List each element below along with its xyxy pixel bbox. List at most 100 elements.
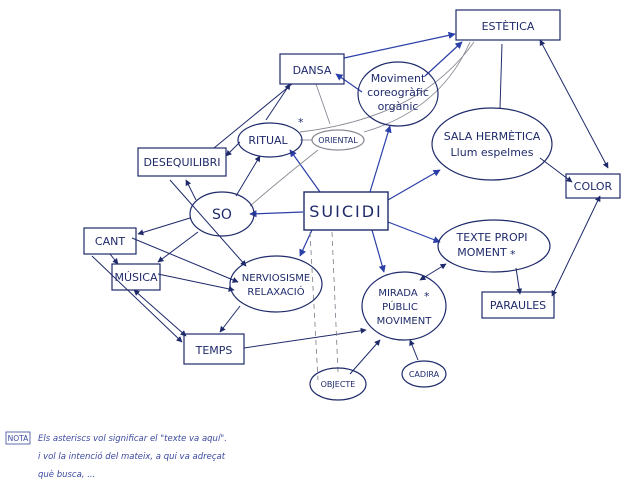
edge-temps-mirada — [243, 327, 367, 349]
edge-color-paraules — [551, 195, 601, 297]
node-nerviosisme[interactable]: NERVIOSISME RELAXACIÓ — [229, 255, 323, 313]
node-objecte-ellipse — [309, 367, 367, 401]
node-musica-box — [111, 263, 161, 291]
edge-dansa-estetica — [343, 31, 456, 59]
node-nerviosisme-line2: RELAXACIÓ — [247, 285, 304, 298]
node-dansa-box — [279, 53, 345, 85]
edge-suicidi-moviment — [369, 125, 392, 193]
node-cant-box — [83, 227, 137, 255]
node-estetica-label: ESTÈTICA — [482, 20, 535, 33]
node-oriental[interactable]: ORIENTAL — [311, 129, 365, 151]
edge-suicidi-so — [249, 210, 304, 218]
edge-suicidi-sala — [387, 169, 441, 201]
edge-musica-nerviosisme — [157, 273, 235, 292]
edge-moviment-dansa — [335, 73, 363, 93]
edge-so-cant — [137, 217, 191, 236]
edge-oriental-dansa — [315, 83, 331, 125]
footnote: NOTA Els asteriscs vol significar el "te… — [5, 431, 227, 480]
edge-so-musica — [157, 231, 199, 263]
node-estetica[interactable]: ESTÈTICA — [455, 9, 561, 41]
edge-ritual-dansa — [265, 83, 291, 121]
edge-cadira-mirada — [409, 339, 419, 361]
edge-musica-temps — [133, 289, 187, 337]
node-texte[interactable]: TEXTE PROPI MOMENT * — [437, 219, 551, 273]
node-nerviosisme-line1: NERVIOSISME — [242, 273, 310, 284]
edge-ritual-desequilibri — [225, 141, 241, 157]
node-paraules[interactable]: PARAULES — [481, 291, 555, 319]
edge-cant-musica — [109, 253, 119, 265]
node-paraules-label: PARAULES — [490, 299, 546, 312]
node-texte-ellipse — [437, 219, 551, 273]
footnote-tag-box — [5, 431, 31, 445]
node-moviment-line3: orgànic — [378, 100, 419, 113]
edge-sala-estetica — [499, 43, 503, 109]
node-texte-line2: MOMENT — [457, 246, 507, 259]
edge-ritual-estetica — [299, 41, 475, 133]
node-musica[interactable]: MÚSICA — [111, 263, 161, 291]
node-cant-label: CANT — [95, 235, 125, 248]
node-dansa-label: DANSA — [293, 64, 332, 77]
footnote-line1: Els asteriscs vol significar el "texte v… — [38, 434, 227, 444]
node-texte-line1: TEXTE PROPI — [456, 231, 528, 244]
node-desequilibri-box — [137, 147, 227, 177]
edge-so-desequilibri — [185, 179, 197, 201]
node-color-box — [565, 173, 621, 199]
node-so-ellipse — [189, 191, 255, 237]
node-objecte-label: OBJECTE — [321, 380, 356, 389]
node-so-label: SO — [212, 207, 232, 223]
node-moviment-line1: Moviment — [371, 72, 426, 85]
node-desequilibri[interactable]: DESEQUILIBRI — [137, 147, 227, 177]
node-suicidi-box — [303, 191, 389, 231]
edge-sala-color — [539, 157, 573, 183]
edge-oriental-estetica — [363, 41, 471, 133]
node-cadira-ellipse — [401, 360, 447, 388]
node-ritual-ellipse — [237, 122, 303, 158]
node-sala-ellipse — [431, 107, 553, 181]
edge-texte-paraules — [515, 267, 523, 295]
edge-texte-mirada — [419, 263, 447, 281]
node-sala[interactable]: SALA HERMÈTICA Llum espelmes — [431, 107, 553, 181]
node-so[interactable]: SO — [189, 191, 255, 237]
node-color[interactable]: COLOR — [565, 173, 621, 199]
node-ritual-asterisk: * — [298, 116, 304, 129]
node-oriental-label: ORIENTAL — [318, 136, 358, 145]
edge-suicidi-mirada — [371, 229, 386, 273]
node-sala-line2: Llum espelmes — [451, 146, 534, 159]
node-temps[interactable]: TEMPS — [183, 333, 245, 365]
node-texte-asterisk: * — [510, 248, 516, 261]
node-cant[interactable]: CANT — [83, 227, 137, 255]
node-mirada-line1: MIRADA — [378, 288, 417, 299]
edge-dashed-1 — [309, 231, 319, 381]
node-nerviosisme-ellipse — [229, 255, 323, 313]
edge-cant-nerviosisme — [131, 237, 239, 283]
node-mirada[interactable]: MIRADA PÚBLIC MOVIMENT * — [361, 271, 447, 341]
edge-desequilibri-nerviosisme — [169, 179, 247, 267]
node-dansa[interactable]: DANSA — [279, 53, 345, 85]
node-objecte[interactable]: OBJECTE — [309, 367, 367, 401]
edges — [91, 31, 609, 381]
node-mirada-line2: PÚBLIC — [382, 300, 418, 313]
footnote-line2: i vol la intenció del mateix, a qui va a… — [38, 451, 226, 462]
node-cadira[interactable]: CADIRA — [401, 360, 447, 388]
node-ritual[interactable]: RITUAL * — [237, 116, 304, 158]
node-suicidi[interactable]: SUICIDI — [303, 191, 389, 231]
node-temps-label: TEMPS — [195, 344, 233, 357]
node-moviment-ellipse — [357, 61, 439, 127]
node-moviment[interactable]: Moviment coreogràfic orgànic — [357, 61, 439, 127]
node-suicidi-label: SUICIDI — [309, 202, 383, 221]
edge-so-ritual — [235, 155, 261, 197]
node-musica-label: MÚSICA — [115, 271, 158, 284]
footnote-tag: NOTA — [8, 434, 30, 443]
node-cadira-label: CADIRA — [409, 370, 440, 379]
node-oriental-ellipse — [311, 129, 365, 151]
edge-objecte-mirada — [349, 339, 381, 375]
node-mirada-line3: MOVIMENT — [377, 316, 433, 327]
edge-estetica-color — [539, 39, 609, 169]
node-desequilibri-label: DESEQUILIBRI — [143, 156, 220, 169]
edge-suicidi-texte — [387, 221, 441, 244]
node-ritual-label: RITUAL — [248, 134, 288, 147]
node-estetica-box — [455, 9, 561, 41]
edge-dansa-desequilibri — [213, 83, 293, 149]
node-paraules-box — [481, 291, 555, 319]
